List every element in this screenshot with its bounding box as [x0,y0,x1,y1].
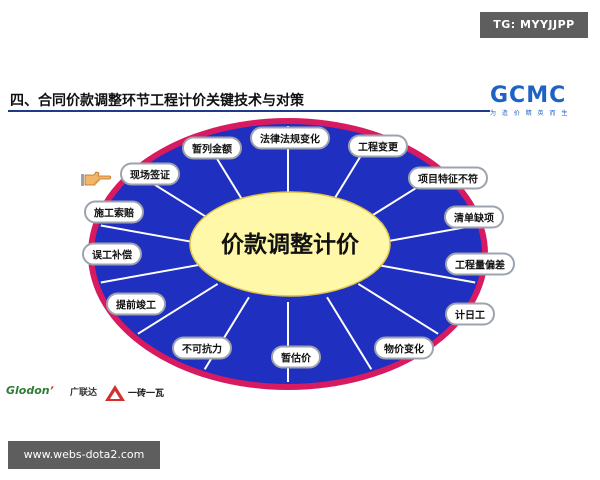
spoke-line [375,263,476,284]
price-adjustment-diagram: 价款调整计价 法律法规变化 工程变更 项目特征不符 清单缺项 工程量偏差 计日工… [0,72,600,412]
spoke-line [357,283,439,335]
node-jr: 计日工 [445,302,495,326]
pointing-hand-icon [81,171,112,186]
slide-title: 四、合同价款调整环节工程计价关键技术与对策 [10,93,304,109]
center-label: 价款调整计价 [221,231,360,258]
glodon-cn-text: 广联达 [70,388,98,398]
gcmc-logo: GCMC 为 造 价 精 英 而 生 [490,84,582,120]
glodon-logo: Glodonʼ [6,384,54,397]
spoke-line [326,296,373,370]
node-gc: 工程量偏差 [445,252,515,276]
node-qd: 清单缺项 [444,205,504,229]
center-ellipse [189,191,391,297]
node-zg: 暂估价 [271,345,321,369]
node-xm: 项目特征不符 [408,166,488,190]
node-wg: 误工补偿 [82,242,142,266]
node-wj: 物价变化 [374,336,434,360]
spoke-line [100,263,201,284]
diagram-canvas: 价款调整计价 [88,118,488,390]
brick-logo-text: 一砖一瓦 [128,389,165,399]
footer-logos: Glodonʼ 广联达 一砖一瓦 [6,384,206,404]
node-xc: 现场签证 [120,162,180,186]
spoke-line [137,283,219,335]
spoke-line [100,224,201,245]
node-tq: 提前竣工 [106,292,166,316]
glodon-logo-mark: ʼ [49,384,54,397]
title-underline [8,110,490,112]
node-zl: 暂列金额 [182,136,242,160]
watermark-top: TG: MYYJJPP [480,12,588,38]
gcmc-logo-text: GCMC [490,83,567,108]
node-bk: 不可抗力 [172,336,232,360]
node-fa: 法律法规变化 [250,126,330,150]
slide: 四、合同价款调整环节工程计价关键技术与对策 GCMC 为 造 价 精 英 而 生… [0,72,600,412]
brick-logo-icon [105,385,125,401]
glodon-logo-text: Glodon [6,384,50,397]
watermark-bottom: www.webs-dota2.com [8,441,160,469]
node-bg: 工程变更 [348,134,408,158]
node-sp: 施工索赔 [84,200,144,224]
gcmc-logo-tagline: 为 造 价 精 英 而 生 [490,110,570,117]
